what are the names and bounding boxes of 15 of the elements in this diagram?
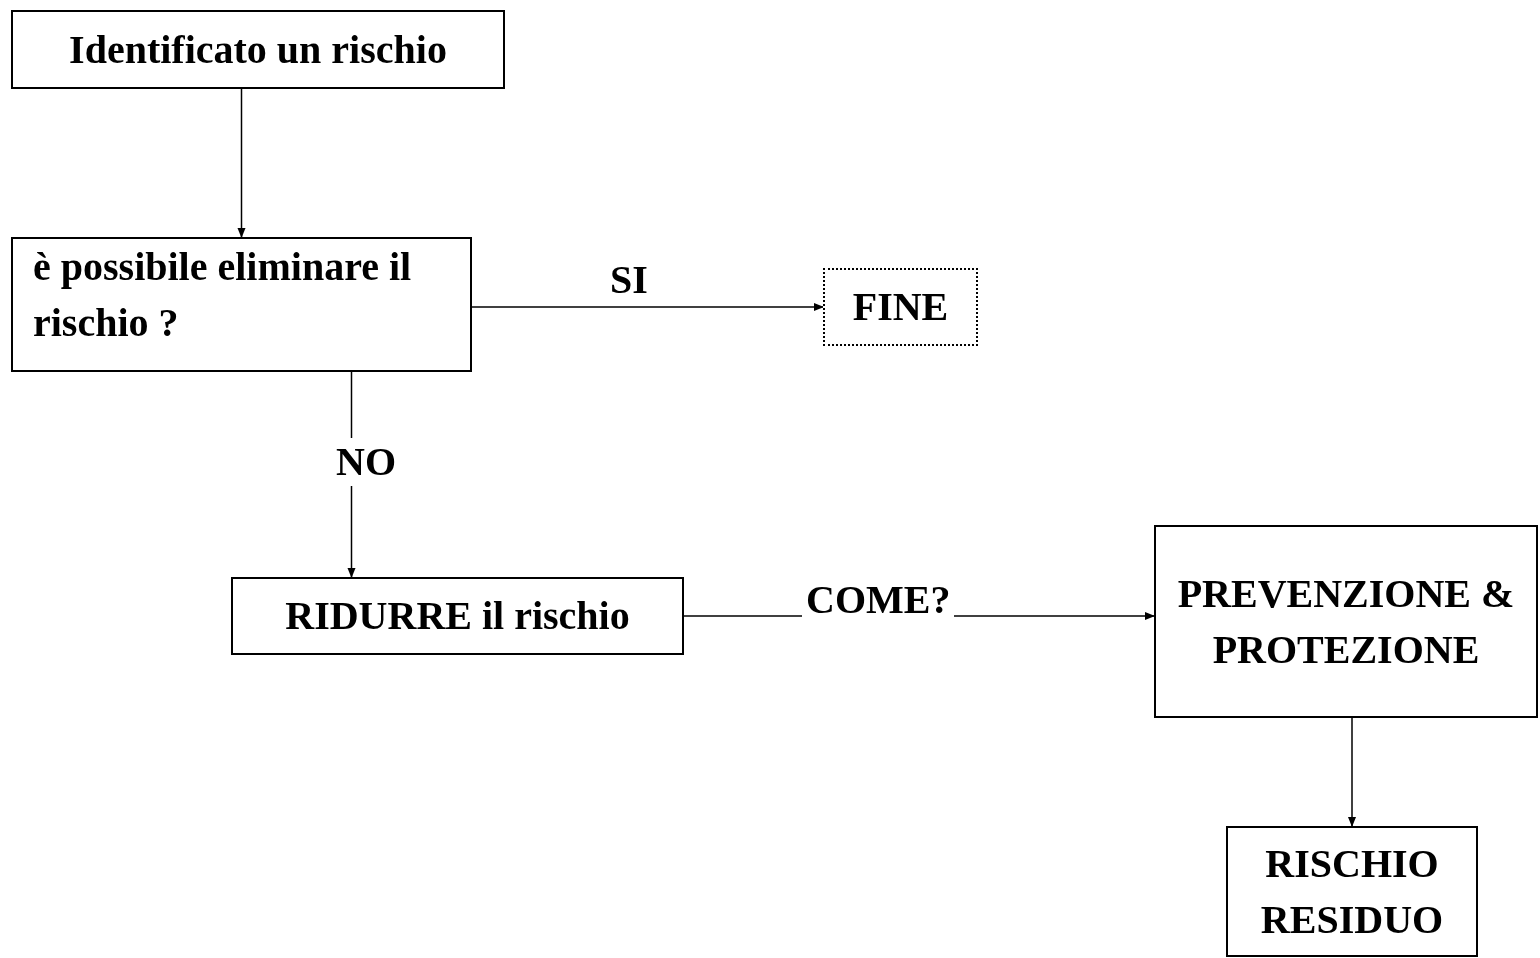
box-text: FINE	[852, 283, 949, 331]
arrow	[1348, 717, 1356, 827]
process-box	[11, 10, 505, 89]
process-box	[823, 268, 978, 346]
box-text: Identificato un rischio	[69, 25, 447, 74]
process-box	[11, 237, 472, 372]
process-box	[231, 577, 684, 655]
arrow	[237, 88, 246, 238]
box-text: RIDURRE il rischio	[285, 592, 630, 640]
box-text: è possibile eliminare il rischio ?	[33, 243, 413, 347]
box-text: PREVENZIONE & PROTEZIONE	[1176, 569, 1516, 674]
process-box	[1154, 525, 1538, 718]
process-box	[1226, 826, 1478, 957]
box-text: RISCHIO RESIDUO	[1259, 839, 1445, 944]
arrow	[471, 303, 824, 311]
